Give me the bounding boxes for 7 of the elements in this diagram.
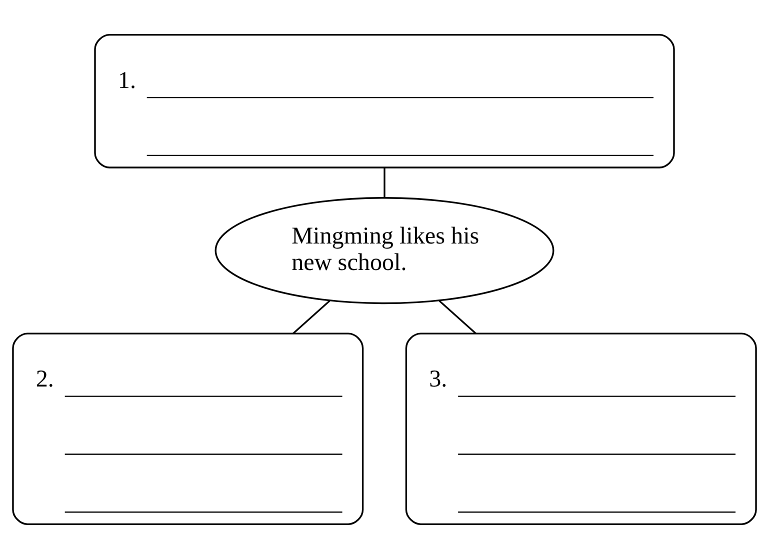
connector xyxy=(384,167,386,197)
connector xyxy=(292,300,330,334)
node-box: 1. xyxy=(94,33,675,168)
node-box: 2. xyxy=(12,332,364,525)
connector xyxy=(438,300,476,334)
node-ellipse: Mingming likes his new school. xyxy=(214,196,554,304)
node-box: 3. xyxy=(405,332,757,525)
